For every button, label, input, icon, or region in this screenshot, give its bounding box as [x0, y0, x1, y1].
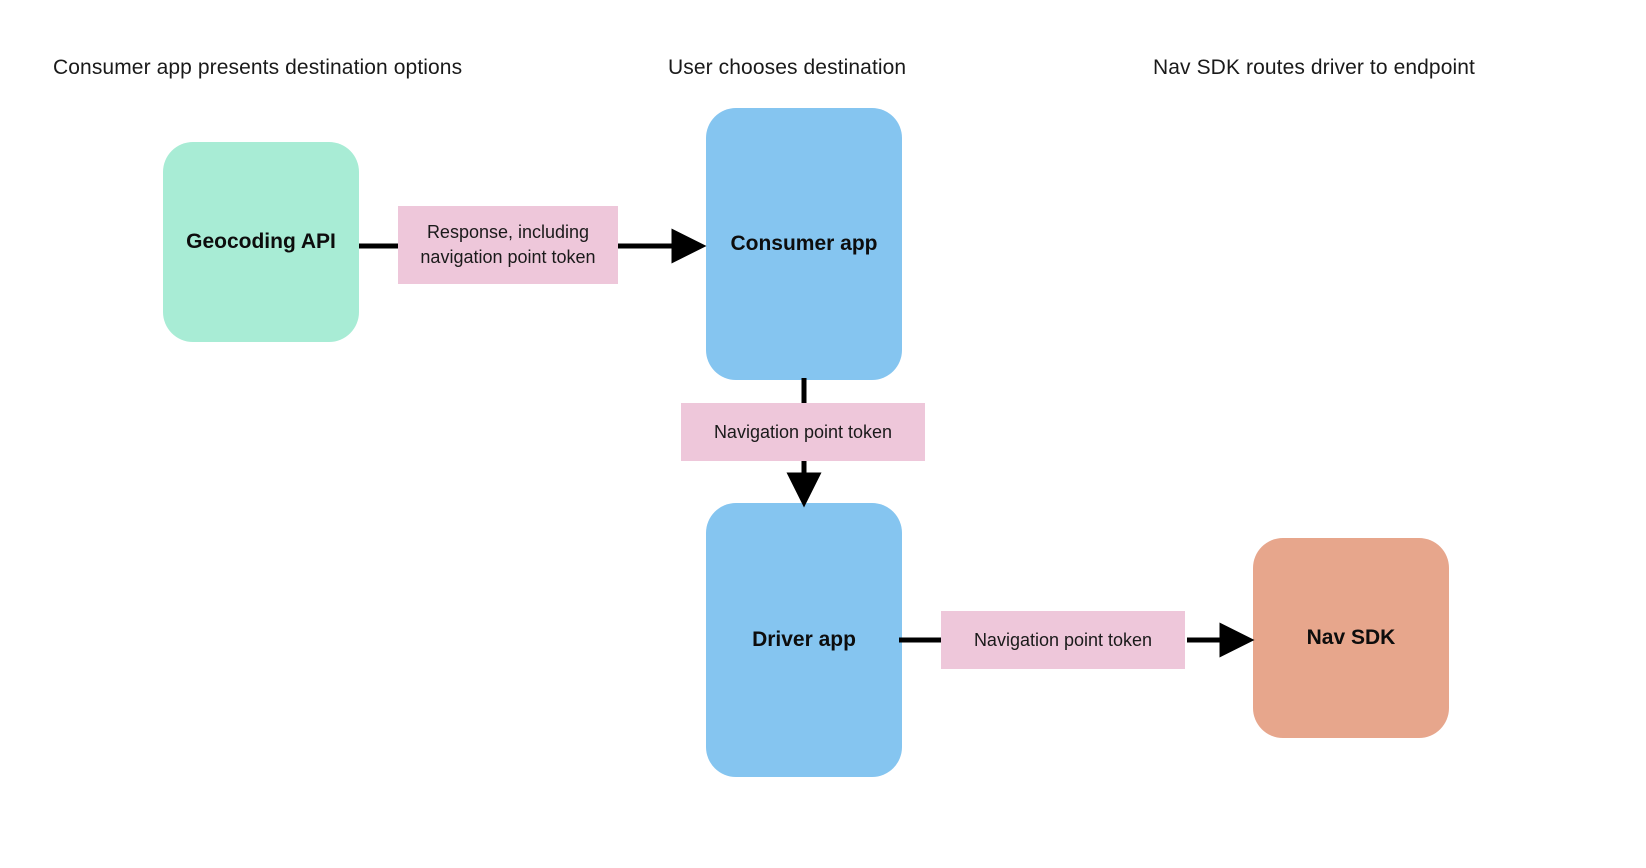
column-header-consumer-app: Consumer app presents destination option…	[53, 56, 463, 79]
edge-label-response-including-navigation-point-token: Response, including navigation point tok…	[398, 206, 618, 284]
column-header-nav-sdk-routes: Nav SDK routes driver to endpoint	[1153, 56, 1475, 79]
edge-driver-app-to-nav-sdk	[899, 622, 1269, 658]
edge-label-navigation-point-token-horizontal: Navigation point token	[941, 611, 1185, 669]
column-header-user-chooses: User chooses destination	[668, 56, 907, 79]
edge-geocoding-to-consumer-app	[359, 228, 709, 264]
node-driver-app[interactable]: Driver app	[706, 503, 902, 777]
node-nav-sdk[interactable]: Nav SDK	[1253, 538, 1449, 738]
node-consumer-app[interactable]: Consumer app	[706, 108, 902, 380]
edge-label-navigation-point-token-vertical: Navigation point token	[681, 403, 925, 461]
node-geocoding-api[interactable]: Geocoding API	[163, 142, 359, 342]
